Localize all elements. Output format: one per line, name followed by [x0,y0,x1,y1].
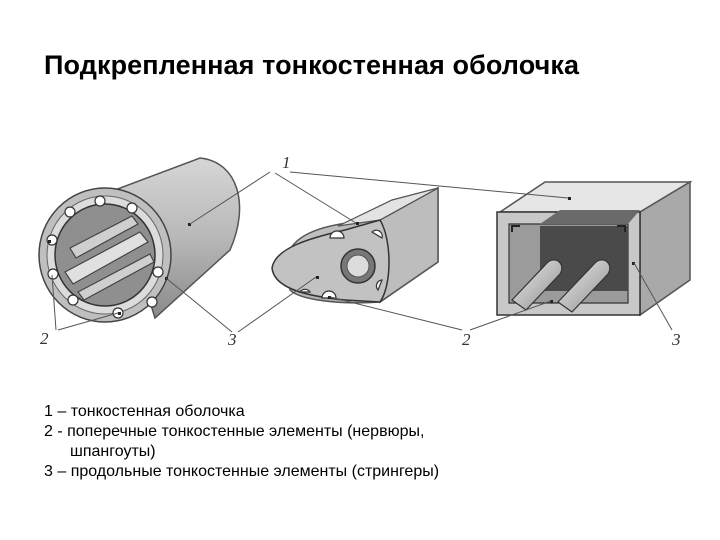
callout-3-left: 3 [227,330,237,349]
callout-3-right: 3 [671,330,681,349]
box-shell [496,180,693,317]
leader-lines [51,171,673,333]
wing-shell [271,186,439,304]
page-title: Подкрепленная тонкостенная оболочка [44,50,580,80]
legend-item-2-continued: шпангоуты) [70,443,156,460]
callout-2-left: 2 [40,329,49,348]
legend-item-3: 3 – продольные тонкостенные элементы (ст… [44,463,440,480]
callout-1: 1 [282,153,291,172]
cylindrical-shell [38,157,241,323]
legend-item-1: 1 – тонкостенная оболочка [44,403,245,420]
legend-item-2: 2 - поперечные тонкостенные элементы (не… [44,423,425,440]
legend: 1 – тонкостенная оболочка 2 - поперечные… [44,402,684,482]
callout-2-middle: 2 [462,330,471,349]
thin-wall-shells-figure: 1 2 3 2 3 [38,153,693,349]
